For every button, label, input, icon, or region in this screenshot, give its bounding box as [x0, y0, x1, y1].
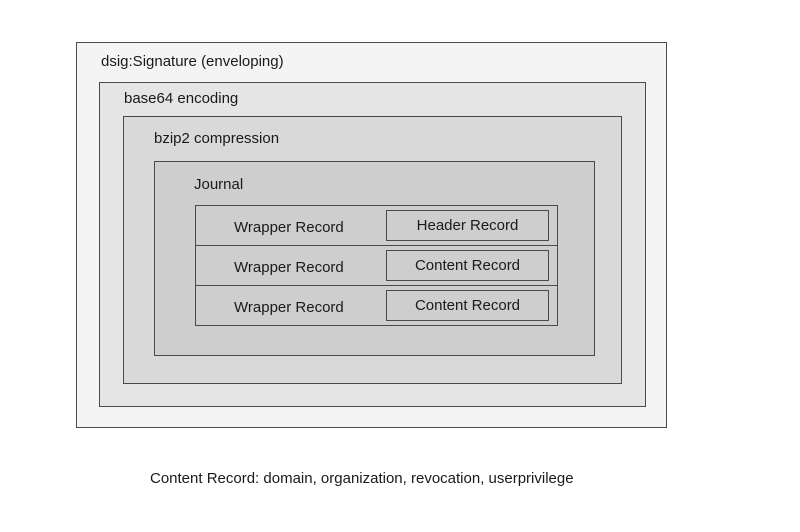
- content-record-box: Content Record: [386, 290, 549, 321]
- content-record-footnote: Content Record: domain, organization, re…: [150, 470, 574, 487]
- header-record-box: Header Record: [386, 210, 549, 241]
- wrapper-record-row: Wrapper Record Content Record: [195, 245, 558, 286]
- journal-label: Journal: [194, 176, 244, 193]
- bzip2-compression-label: bzip2 compression: [154, 130, 280, 147]
- wrapper-record-label: Wrapper Record: [234, 219, 344, 236]
- base64-encoding-label: base64 encoding: [124, 90, 239, 107]
- signature-label: dsig:Signature (enveloping): [101, 53, 284, 70]
- content-record-box: Content Record: [386, 250, 549, 281]
- wrapper-record-label: Wrapper Record: [234, 259, 344, 276]
- wrapper-record-row: Wrapper Record Header Record: [195, 205, 558, 246]
- wrapper-record-row: Wrapper Record Content Record: [195, 285, 558, 326]
- wrapper-record-label: Wrapper Record: [234, 299, 344, 316]
